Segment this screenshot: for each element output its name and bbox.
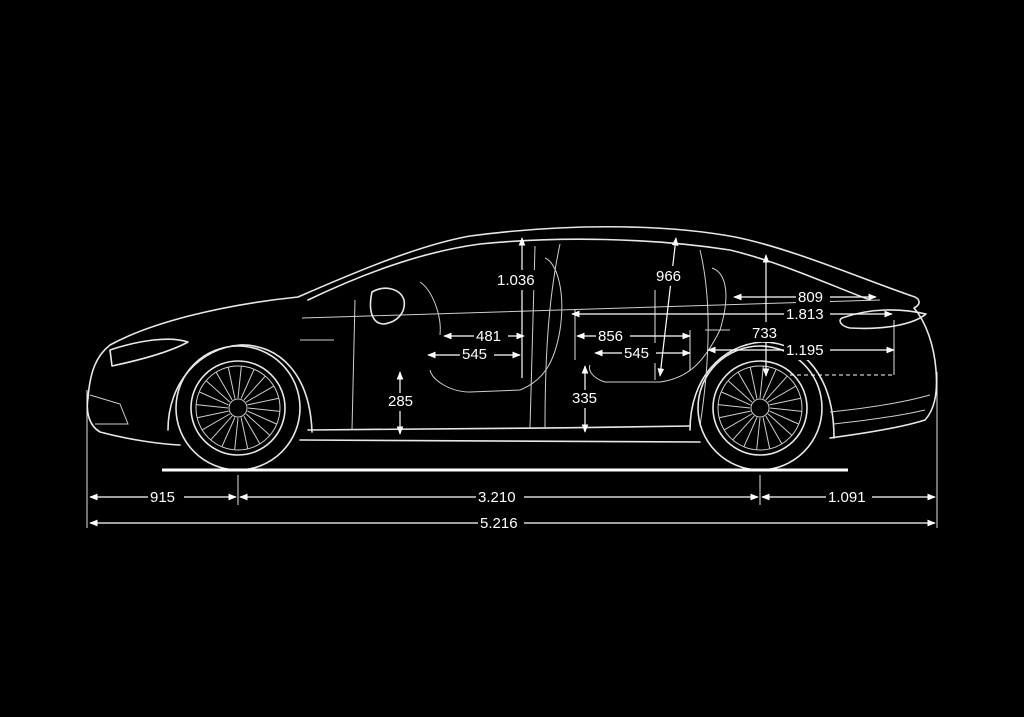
wheel-spoke [245,413,271,436]
wheel-spoke [240,417,249,449]
wheel-spoke [723,413,753,431]
wheel-spoke [237,366,242,399]
wheel-spoke [247,397,279,406]
wheel-spoke [245,385,275,403]
label-front-headroom: 1.036 [497,272,535,289]
wheel-spoke [210,415,233,441]
label-load-length-long: 1.813 [786,306,824,323]
wheel-spoke [197,410,229,419]
label-trunk-height: 733 [752,325,777,342]
wheel-spoke [769,397,801,406]
wheel-spoke [769,407,802,412]
label-overall-length: 5.216 [480,515,518,532]
wheel-spoke [767,413,793,436]
wheel-spoke [762,369,777,399]
label-front-seat-height: 285 [388,393,413,410]
label-front-seat-depth: 481 [476,328,501,345]
wheel-spoke [221,417,236,447]
wheel-spoke [732,415,755,441]
wheel-spoke [727,380,753,403]
label-front-seat-width: 545 [462,346,487,363]
label-rear-overhang: 1.091 [828,489,866,506]
wheel-spoke [240,369,255,399]
wheel-spoke [767,385,797,403]
label-load-length-top: 809 [798,289,823,306]
wheel-spoke [743,417,758,447]
label-rear-headroom: 966 [656,268,681,285]
wheel-spoke [243,375,266,401]
label-rear-seat-width: 545 [624,345,649,362]
wheel-spoke [196,404,229,409]
front-wheel [175,345,301,471]
wheel-spoke [765,375,788,401]
wheel-spoke [243,415,261,445]
label-front-overhang: 915 [150,489,175,506]
wheel-spoke [737,371,755,401]
wheel-spoke [749,367,758,399]
rear-wheel [697,345,823,471]
wheel-spoke [234,417,239,450]
wheel-spoke [215,371,233,401]
label-load-length-floor: 1.195 [786,342,824,359]
wheel-spoke [759,366,764,399]
wheel-spoke [769,410,799,425]
wheel-spoke [765,415,783,445]
wheel-spoke [201,413,231,431]
label-legroom: 856 [598,328,623,345]
wheel-spoke [762,417,771,449]
label-rear-seat-height: 335 [572,390,597,407]
dimension-labels: 915 3.210 1.091 5.216 1.036 966 481 545 … [148,266,872,533]
wheel-spoke [199,391,229,406]
wheel-spoke [247,407,280,412]
label-wheelbase: 3.210 [478,489,516,506]
wheel-spoke [719,410,751,419]
wheel-spoke [205,380,231,403]
wheel-spoke [227,367,236,399]
wheel-spoke [718,404,751,409]
car-body-outline [86,225,938,446]
wheel-spoke [247,410,277,425]
wheel-spoke [756,417,761,450]
wheel-spoke [721,391,751,406]
